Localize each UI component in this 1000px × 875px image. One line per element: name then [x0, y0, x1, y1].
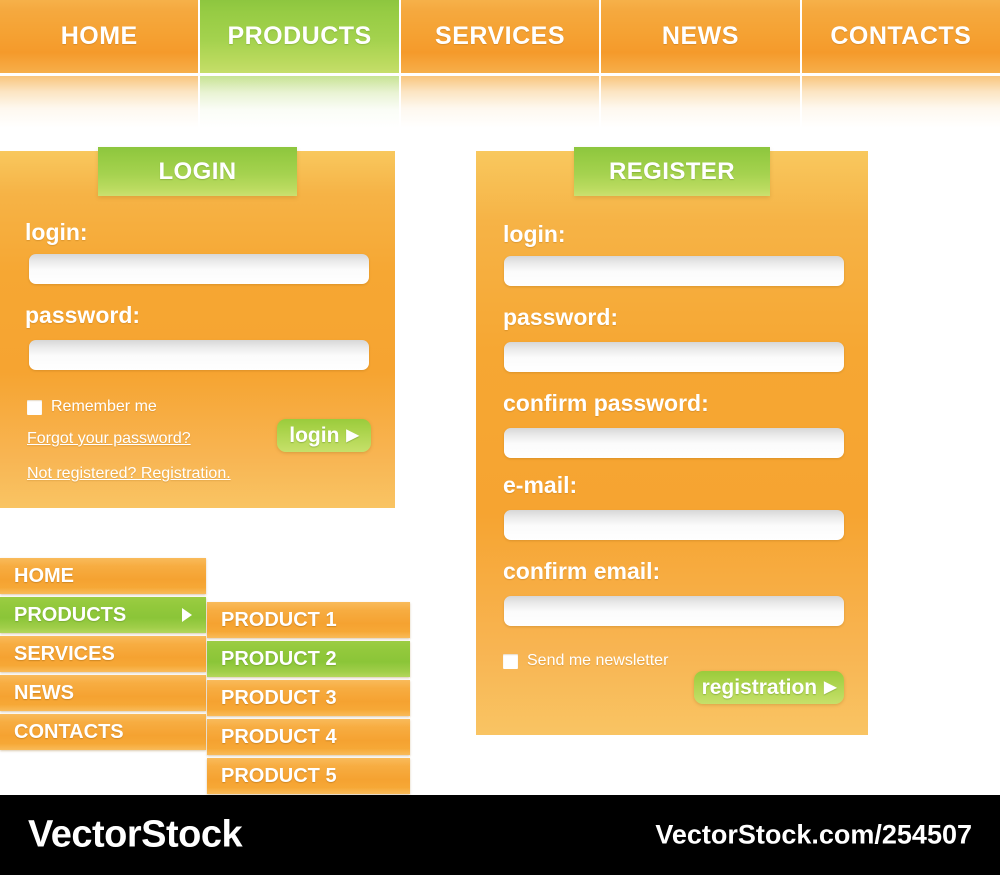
nav-tab-home[interactable]: HOME [0, 0, 199, 73]
watermark-url: VectorStock.com/254507 [655, 819, 972, 850]
login-submit-button[interactable]: login ▶ [277, 419, 371, 452]
chevron-right-icon [182, 608, 192, 622]
nav-reflection-segment [601, 76, 800, 128]
nav-tab-label: NEWS [661, 22, 739, 50]
registration-link[interactable]: Not registered? Registration. [27, 465, 231, 482]
nav-reflection-segment [0, 76, 199, 128]
newsletter-checkbox[interactable] [503, 653, 518, 669]
submenu-item-product-2[interactable]: PRODUCT 2 [207, 641, 410, 677]
products-submenu: PRODUCT 1 PRODUCT 2 PRODUCT 3 PRODUCT 4 … [207, 602, 410, 797]
login-panel [0, 151, 395, 508]
sidebar-item-label: NEWS [14, 681, 74, 704]
sidebar-item-label: PRODUCTS [14, 603, 127, 626]
register-password-label: password: [503, 304, 619, 330]
remember-me-checkbox[interactable] [27, 399, 42, 415]
register-username-input[interactable] [504, 256, 844, 286]
register-username-label: login: [503, 221, 566, 247]
submenu-item-product-5[interactable]: PRODUCT 5 [207, 758, 410, 794]
login-password-input[interactable] [29, 340, 369, 370]
sidebar-item-news[interactable]: NEWS [0, 675, 206, 711]
sidebar-item-contacts[interactable]: CONTACTS [0, 714, 206, 750]
login-panel-title: LOGIN [158, 157, 237, 185]
watermark-footer: VectorStock VectorStock.com/254507 [0, 795, 1000, 875]
register-password-input[interactable] [504, 342, 844, 372]
register-submit-label: registration [701, 675, 818, 699]
login-username-input[interactable] [29, 254, 369, 284]
arrow-right-icon: ▶ [346, 426, 359, 444]
submenu-item-label: PRODUCT 2 [221, 647, 337, 670]
sidebar-item-products[interactable]: PRODUCTS [0, 597, 206, 633]
login-panel-background [0, 151, 395, 508]
nav-tab-label: HOME [60, 22, 138, 50]
nav-reflection-segment [801, 76, 1000, 128]
newsletter-row[interactable]: Send me newsletter [503, 652, 668, 670]
submenu-item-product-3[interactable]: PRODUCT 3 [207, 680, 410, 716]
login-submit-label: login [289, 423, 340, 447]
sidebar-menu: HOME PRODUCTS SERVICES NEWS CONTACTS [0, 558, 206, 753]
register-confirm-email-label: confirm email: [503, 558, 661, 584]
nav-tab-products[interactable]: PRODUCTS [200, 0, 399, 73]
register-panel-title: REGISTER [609, 157, 735, 185]
nav-reflection [0, 76, 1000, 128]
sidebar-item-label: HOME [14, 564, 74, 587]
sidebar-item-label: CONTACTS [14, 720, 124, 743]
remember-me-label: Remember me [51, 398, 157, 415]
forgot-password-link[interactable]: Forgot your password? [27, 430, 191, 447]
submenu-item-label: PRODUCT 3 [221, 686, 337, 709]
watermark-brand: VectorStock [28, 813, 243, 856]
remember-me-row[interactable]: Remember me [27, 398, 157, 416]
nav-tab-services[interactable]: SERVICES [400, 0, 600, 73]
submenu-item-product-4[interactable]: PRODUCT 4 [207, 719, 410, 755]
sidebar-item-label: SERVICES [14, 642, 115, 665]
arrow-right-icon: ▶ [824, 678, 837, 696]
submenu-item-label: PRODUCT 4 [221, 725, 337, 748]
register-submit-button[interactable]: registration ▶ [694, 671, 844, 704]
register-confirm-password-input[interactable] [504, 428, 844, 458]
sidebar-item-services[interactable]: SERVICES [0, 636, 206, 672]
nav-tab-label: SERVICES [435, 22, 565, 50]
login-username-label: login: [25, 219, 88, 245]
register-panel-header: REGISTER [574, 147, 770, 196]
submenu-item-label: PRODUCT 1 [221, 608, 337, 631]
sidebar-item-home[interactable]: HOME [0, 558, 206, 594]
submenu-item-product-1[interactable]: PRODUCT 1 [207, 602, 410, 638]
submenu-item-label: PRODUCT 5 [221, 764, 337, 787]
register-email-input[interactable] [504, 510, 844, 540]
nav-reflection-segment [400, 76, 600, 128]
register-email-label: e-mail: [503, 472, 578, 498]
nav-tab-label: CONTACTS [830, 22, 972, 50]
register-confirm-password-label: confirm password: [503, 390, 709, 416]
nav-reflection-segment [200, 76, 399, 128]
newsletter-label: Send me newsletter [527, 652, 669, 669]
nav-tab-contacts[interactable]: CONTACTS [801, 0, 1000, 73]
top-navigation-bar: HOME PRODUCTS SERVICES NEWS CONTACTS [0, 0, 1000, 73]
login-password-label: password: [25, 302, 141, 328]
login-panel-header: LOGIN [98, 147, 297, 196]
register-confirm-email-input[interactable] [504, 596, 844, 626]
nav-tab-news[interactable]: NEWS [601, 0, 800, 73]
nav-tab-label: PRODUCTS [227, 22, 372, 50]
